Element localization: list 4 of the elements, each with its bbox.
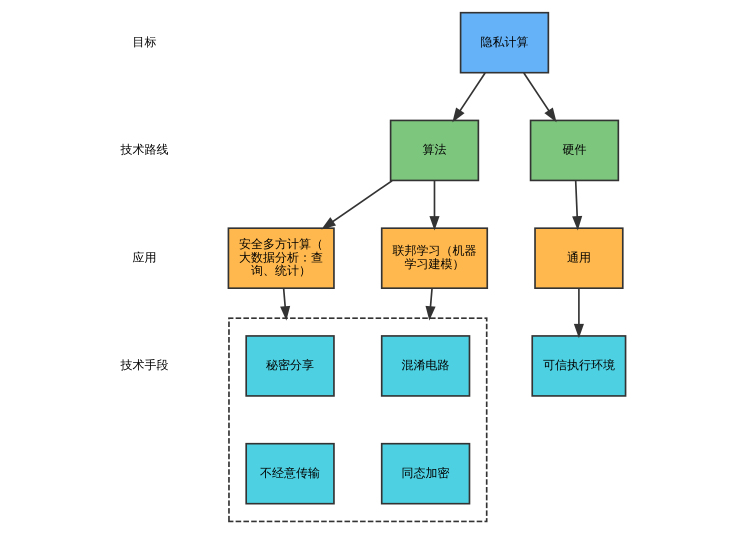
label: 技术路线 <box>120 142 168 157</box>
label: 目标 <box>132 34 156 49</box>
label: 技术手段 <box>120 358 168 372</box>
label: 应用 <box>132 250 156 264</box>
